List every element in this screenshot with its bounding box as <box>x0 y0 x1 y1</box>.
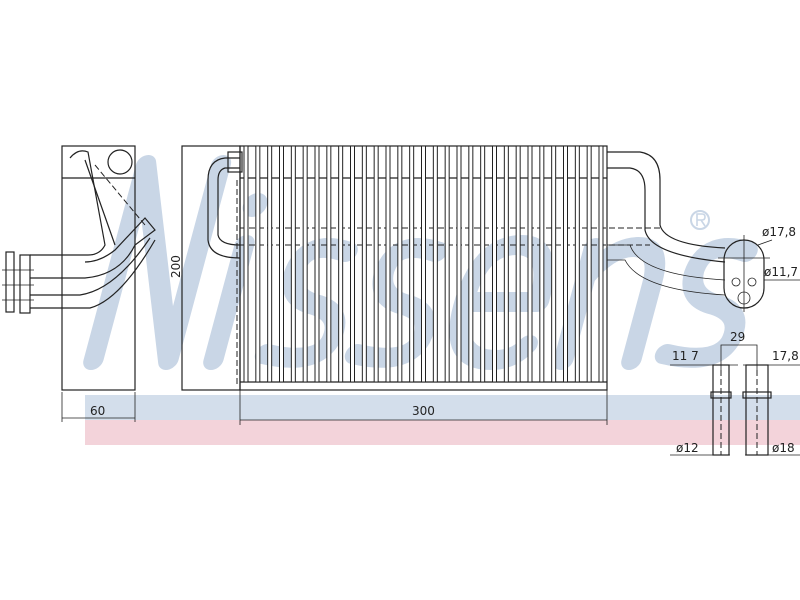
core-tube <box>563 145 568 383</box>
core-tube <box>302 145 308 383</box>
core-tube <box>468 145 474 383</box>
core-tube <box>456 145 462 383</box>
core-tube <box>574 145 580 383</box>
core-tube <box>267 145 273 383</box>
registered-mark <box>690 210 710 230</box>
core-tube <box>480 145 486 383</box>
core-tube <box>243 145 249 383</box>
pipe-detail: 29 11 7 17,8 ø12 ø18 <box>670 330 800 456</box>
core-tube <box>409 145 415 383</box>
watermark-band-red <box>85 420 800 445</box>
core-tube <box>338 145 344 383</box>
watermark-band-blue <box>85 395 800 420</box>
core-tube <box>314 145 320 383</box>
core-tube <box>290 145 296 383</box>
core-tube <box>598 145 604 383</box>
evaporator-core <box>239 145 660 391</box>
core-tube <box>503 145 509 383</box>
dim-pipe-small-inner: 11 7 <box>672 349 699 363</box>
width-dimension: 300 <box>239 390 608 425</box>
core-tube <box>444 145 450 383</box>
core-tube <box>515 145 521 383</box>
core-tube <box>539 145 545 383</box>
core-tube <box>255 145 261 383</box>
core-tube <box>551 145 557 383</box>
core-tube <box>586 145 592 383</box>
core-tube <box>421 145 426 383</box>
side-view: 60 <box>2 145 156 422</box>
outlet-pipes: ø17,8 ø11,7 <box>607 151 800 312</box>
core-tube <box>527 145 533 383</box>
core-tube <box>385 145 391 383</box>
core-tube <box>373 145 379 383</box>
dim-pipe-large-outer: ø18 <box>772 441 795 455</box>
dim-pipe-small-top: ø11,7 <box>764 265 798 279</box>
core-tube <box>492 145 497 383</box>
core-tube <box>326 145 332 383</box>
dim-pipe-large-inner: 17,8 <box>772 349 799 363</box>
dim-height: 200 <box>169 255 183 278</box>
core-tube <box>350 145 355 383</box>
core-tube <box>397 145 403 383</box>
core-tube <box>279 145 284 383</box>
core-tube <box>432 145 438 383</box>
dim-pipe-small-outer: ø12 <box>676 441 699 455</box>
dim-pipe-large-top: ø17,8 <box>762 225 796 239</box>
dim-width: 300 <box>412 404 435 418</box>
dim-pipe-spacing: 29 <box>730 330 745 344</box>
dim-depth: 60 <box>90 404 105 418</box>
core-tube <box>361 145 367 383</box>
